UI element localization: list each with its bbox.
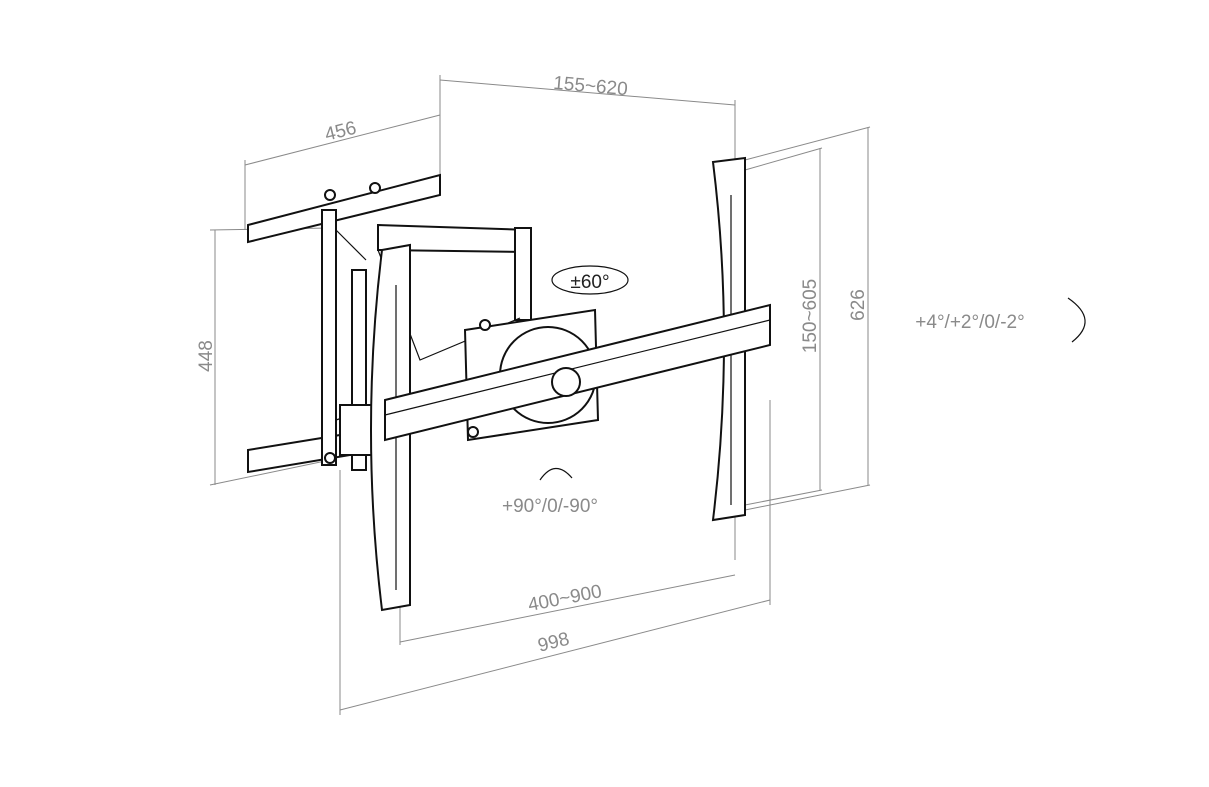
horizontal-spacing-label: 400~900	[526, 581, 603, 616]
vertical-spacing-label: 150~605	[800, 279, 821, 354]
arm-extension-label: 155~620	[552, 73, 628, 100]
wall-plate-height-label: 448	[196, 340, 217, 372]
plate-height-label: 626	[848, 289, 869, 321]
dimension-lines	[209, 75, 871, 715]
tilt-arrow-icon	[1067, 297, 1086, 343]
rotate-arrow-icon	[539, 467, 573, 481]
swivel-angle-label: ±60°	[570, 272, 609, 293]
crossbar	[384, 303, 771, 442]
wall-plate	[247, 173, 441, 474]
tilt-angle-label: +4°/+2°/0/-2°	[915, 312, 1024, 333]
wall-plate-depth-label: 456	[323, 118, 359, 146]
rotation-angle-label: +90°/0/-90°	[502, 496, 598, 517]
rotation-arrows	[539, 265, 1086, 481]
